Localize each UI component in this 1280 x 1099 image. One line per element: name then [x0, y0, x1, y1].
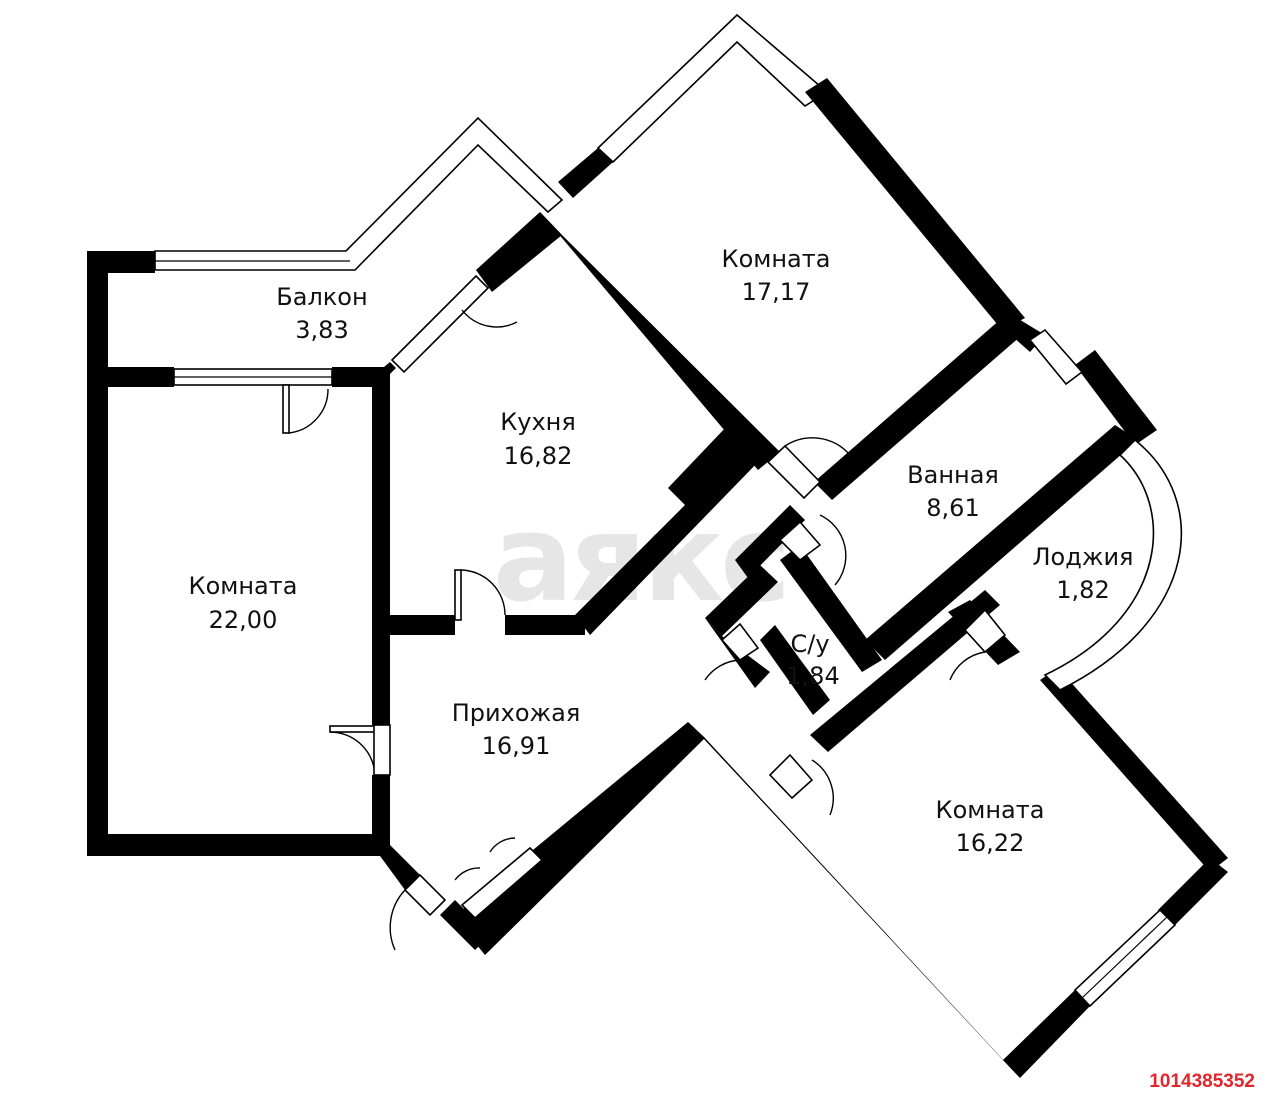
room-area: 22,00 — [209, 606, 278, 634]
room-label-hallway: Прихожая 16,91 — [452, 699, 581, 760]
balcony-window — [154, 116, 564, 271]
room-name: Ванная — [907, 461, 999, 489]
room-area: 3,83 — [295, 316, 348, 344]
room-name: Комната — [722, 245, 831, 273]
room-label-room-nw: Комната 17,17 — [722, 245, 831, 306]
room-label-bathroom: Ванная 8,61 — [907, 461, 999, 522]
room-area: 17,17 — [742, 278, 811, 306]
room-label-wc: С/у 1,84 — [786, 630, 839, 690]
room-area: 1,84 — [786, 662, 839, 690]
doors — [282, 309, 1007, 951]
bay-window-top — [596, 13, 829, 164]
room-name: Балкон — [276, 283, 367, 311]
room-label-balcony: Балкон 3,83 — [276, 283, 367, 344]
room-label-room-se: Комната 16,22 — [936, 796, 1045, 857]
room-name: Комната — [936, 796, 1045, 824]
room-name: Лоджия — [1033, 543, 1134, 571]
room-name: Кухня — [500, 408, 576, 436]
room-area: 1,82 — [1056, 576, 1109, 604]
windows — [173, 274, 1183, 1008]
walls — [87, 78, 1228, 1078]
room-area: 16,91 — [482, 732, 551, 760]
room-area: 16,82 — [504, 442, 573, 470]
room-area: 8,61 — [926, 494, 979, 522]
listing-id: 1014385352 — [1149, 1071, 1255, 1092]
room-area: 16,22 — [956, 829, 1025, 857]
room-name: Комната — [189, 572, 298, 600]
room-label-loggia: Лоджия 1,82 — [1033, 543, 1134, 604]
room-label-room-w: Комната 22,00 — [189, 572, 298, 634]
room-label-kitchen: Кухня 16,82 — [500, 408, 576, 470]
room-name: С/у — [790, 630, 829, 658]
room-name: Прихожая — [452, 699, 581, 727]
